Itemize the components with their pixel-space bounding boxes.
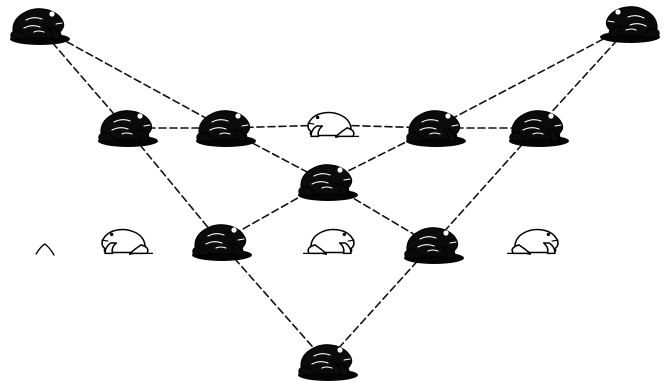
dark-frog-icon-f12 bbox=[404, 227, 464, 264]
connection-line-f12-f14 bbox=[325, 244, 433, 363]
frog-nodes bbox=[10, 6, 660, 381]
connection-line-f3-f10 bbox=[125, 127, 221, 243]
dark-frog-icon-f7 bbox=[509, 110, 569, 147]
dark-frog-icon-f3 bbox=[98, 110, 158, 147]
light-frog-icon-f9 bbox=[302, 228, 355, 255]
dark-frog-icon-f10 bbox=[192, 224, 252, 261]
light-frog-icon-f11 bbox=[101, 228, 154, 255]
connection-line-f10-f14 bbox=[219, 241, 327, 363]
dark-frog-icon-f4 bbox=[196, 110, 256, 147]
dark-frog-icon-f6 bbox=[406, 110, 466, 147]
connection-line-f1-f4 bbox=[37, 25, 225, 129]
dark-frog-icon-f8 bbox=[298, 164, 358, 201]
stray-pen-mark bbox=[35, 243, 55, 256]
light-frog-icon-f5 bbox=[307, 111, 360, 138]
light-frog-icon-f13 bbox=[506, 228, 559, 255]
connection-line-f2-f6 bbox=[433, 23, 633, 129]
connection-line-f4-f8 bbox=[223, 127, 327, 183]
dark-frog-icon-f1 bbox=[10, 8, 70, 45]
dark-frog-icon-f2 bbox=[600, 6, 660, 43]
connection-line-f7-f12 bbox=[431, 127, 538, 246]
dark-frog-icon-f14 bbox=[298, 344, 358, 381]
